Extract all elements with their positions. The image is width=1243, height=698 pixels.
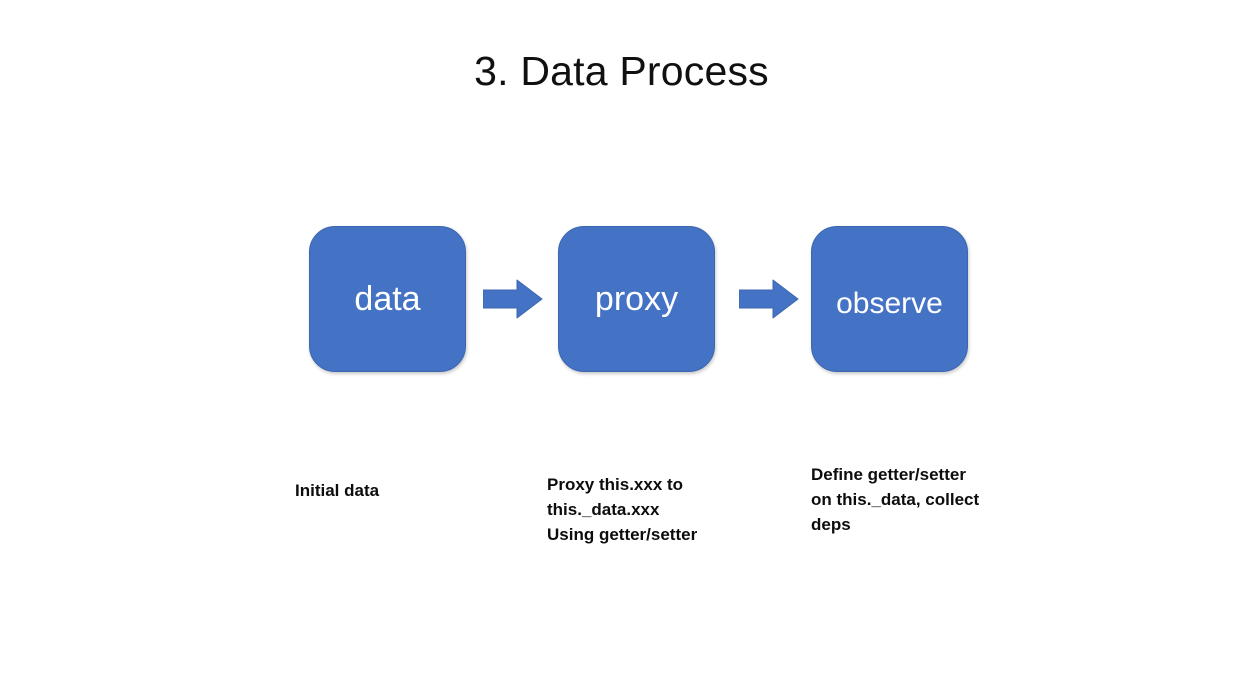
flow-node-data-label: data [354,280,421,318]
flow-node-proxy[interactable]: proxy [558,226,715,372]
caption-data: Initial data [295,481,380,500]
caption-proxy: Proxy this.xxx to this._data.xxx Using g… [547,475,698,544]
flow-node-observe-label: observe [836,287,943,320]
page-title: 3. Data Process [474,48,769,94]
flow-node-observe[interactable]: observe [811,226,968,372]
arrow-right-icon-data-to-proxy [483,279,543,319]
flow-node-proxy-label: proxy [594,280,679,318]
flow-node-data[interactable]: data [309,226,466,372]
caption-observe: Define getter/setter on this._data, coll… [811,465,980,534]
arrow-right-icon-proxy-to-observe [739,279,799,319]
